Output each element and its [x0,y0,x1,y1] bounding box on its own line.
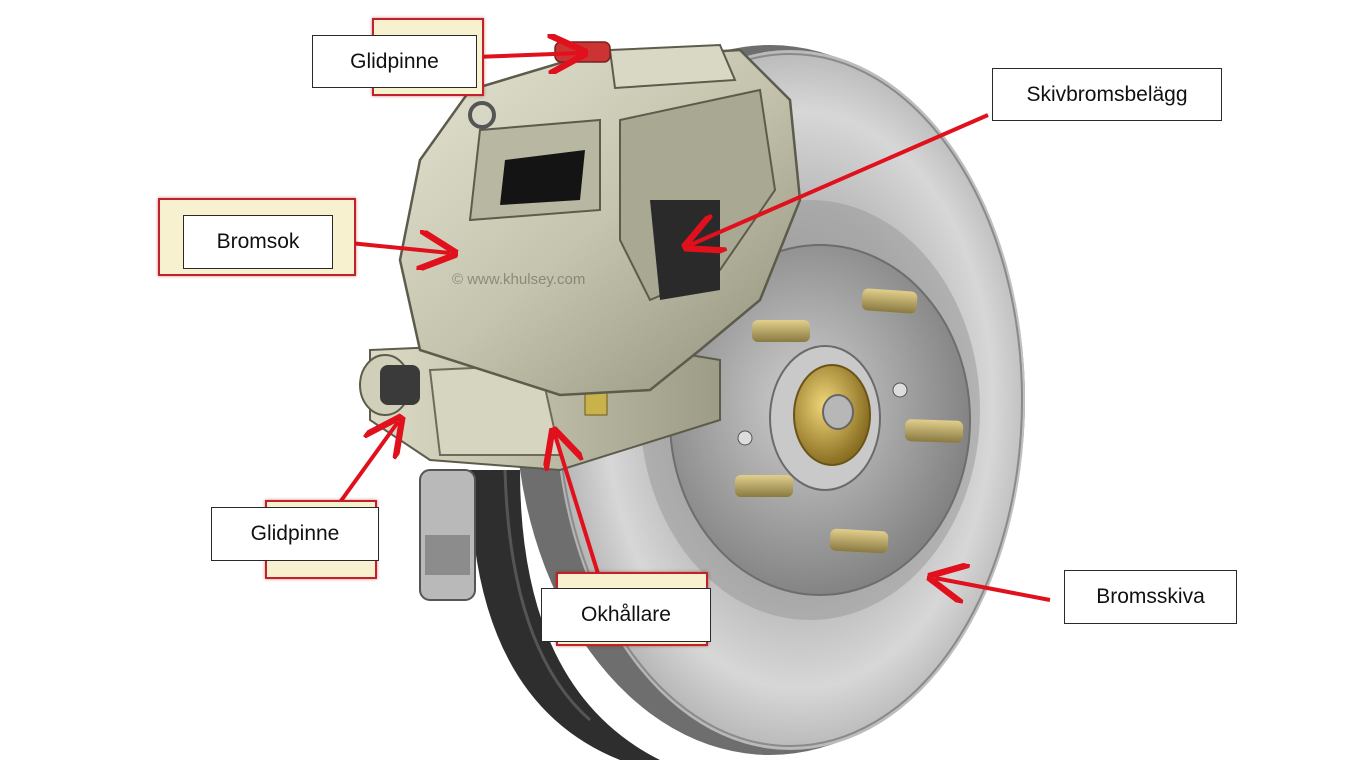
leader-arrows [336,53,1051,600]
arrow-glidpinne-bottom [336,422,398,507]
arrow-bromsskiva [935,578,1051,600]
arrow-bromsok [349,243,450,253]
label-okhallare: Okhållare [541,588,711,642]
arrow-skivbromsbelagg [690,113,989,245]
wheel-hub [669,244,971,596]
label-glidpinne-top: Glidpinne [312,35,477,88]
label-glidpinne-bottom: Glidpinne [211,507,379,561]
caliper-body [398,43,802,397]
label-skivbromsbelagg: Skivbromsbelägg [992,68,1222,121]
label-bromsskiva: Bromsskiva [1064,570,1237,624]
arrow-okhallare [555,435,602,581]
watermark-text: © www.khulsey.com [452,271,586,288]
dust-shield [419,469,660,760]
arrow-glidpinne-top [474,53,580,57]
label-bromsok: Bromsok [183,215,333,269]
wheel-studs [735,288,964,554]
